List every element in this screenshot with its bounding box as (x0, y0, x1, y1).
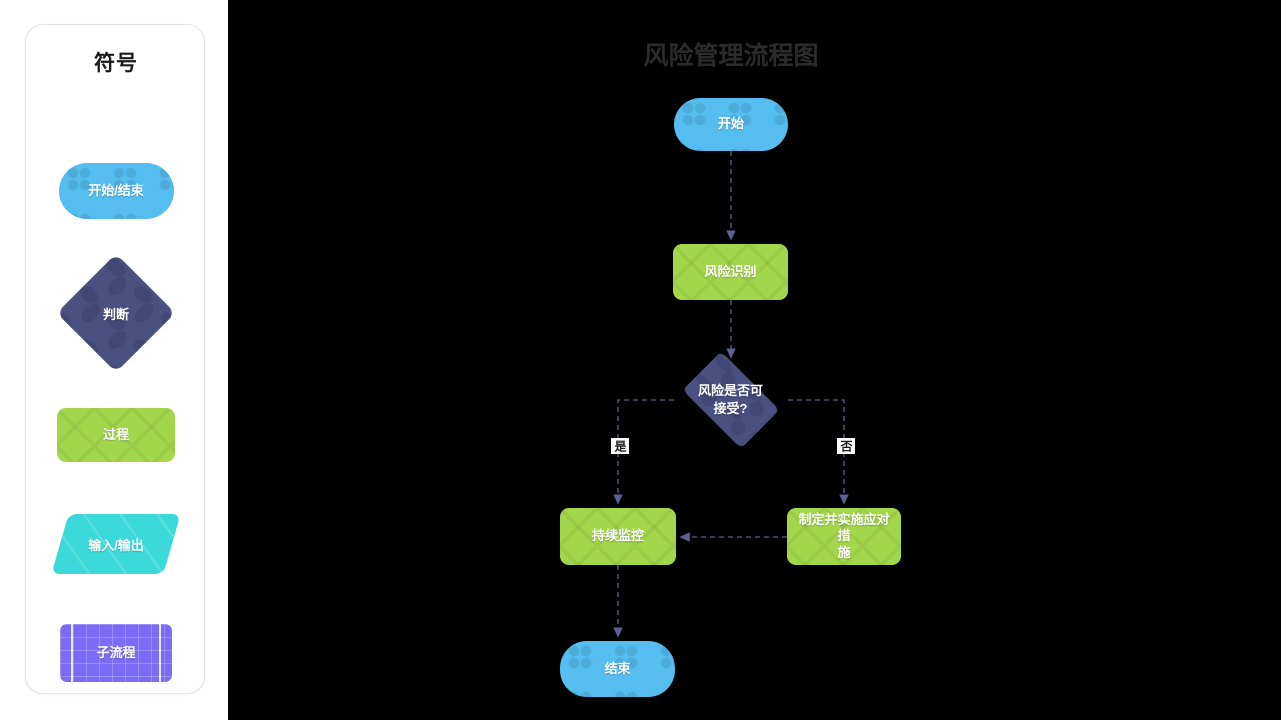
node-mitigation[interactable]: 制定并实施应对措施 (787, 508, 901, 565)
clover-pattern-icon (58, 163, 174, 219)
node-mitigation-label: 制定并实施应对措施 (798, 512, 890, 560)
edge-decide-mitigate (788, 399, 849, 505)
legend-label-terminator: 开始/结束 (88, 183, 144, 199)
grid-pattern-icon (60, 624, 172, 682)
legend-panel: 符号 开始/结束 判断 过程 (0, 0, 228, 720)
legend-item-decision[interactable]: 判断 (26, 253, 206, 373)
node-end-label: 结束 (604, 660, 631, 676)
node-continuous-monitor-label: 持续监控 (591, 528, 644, 544)
node-risk-decision-label: 风险是否可接受? (697, 383, 763, 416)
clover-pattern-icon (560, 641, 675, 697)
legend-shape-decision-wrap: 判断 (56, 253, 176, 373)
legend-label-decision: 判断 (102, 306, 129, 322)
legend-item-subprocess[interactable]: 子流程 (26, 624, 206, 682)
arrow-pattern-icon (560, 508, 676, 565)
legend-shape-subprocess: 子流程 (60, 624, 172, 682)
legend-shape-process: 过程 (57, 408, 175, 462)
legend-label-subprocess: 子流程 (96, 645, 136, 661)
page-title: 风险管理流程图 (643, 42, 819, 70)
legend-title: 符号 (94, 52, 138, 75)
edge-decide-monitor (613, 399, 674, 505)
legend-shape-io-wrap: 输入/输出 (51, 514, 181, 574)
flowchart-canvas: 风险管理流程图 开始 风险识别 风险是否可接受? 持续监控 (228, 0, 1281, 720)
edge-layer (613, 151, 849, 638)
edge-label-yes: 是 (611, 438, 629, 454)
node-risk-identify[interactable]: 风险识别 (673, 244, 788, 300)
arrow-pattern-icon (57, 408, 175, 462)
node-continuous-monitor[interactable]: 持续监控 (560, 508, 676, 565)
node-start-label: 开始 (717, 116, 744, 132)
legend-item-process[interactable]: 过程 (26, 408, 206, 462)
legend-item-terminator[interactable]: 开始/结束 (26, 163, 206, 219)
legend-item-io[interactable]: 输入/输出 (26, 514, 206, 574)
arrow-pattern-icon (673, 244, 788, 300)
legend-card: 符号 开始/结束 判断 过程 (25, 24, 205, 694)
legend-shape-terminator: 开始/结束 (58, 163, 174, 219)
edge-label-no: 否 (837, 438, 855, 454)
legend-label-process: 过程 (102, 427, 129, 443)
subprocess-left-bar-icon (71, 624, 73, 682)
arrow-pattern-icon (787, 508, 901, 565)
legend-label-io: 输入/输出 (88, 537, 144, 553)
clover-pattern-icon (674, 98, 788, 151)
node-start[interactable]: 开始 (674, 98, 788, 151)
node-risk-decision[interactable]: 风险是否可接受? (673, 351, 788, 449)
node-risk-identify-label: 风险识别 (704, 263, 757, 279)
subprocess-right-bar-icon (159, 624, 161, 682)
node-end[interactable]: 结束 (560, 641, 675, 697)
